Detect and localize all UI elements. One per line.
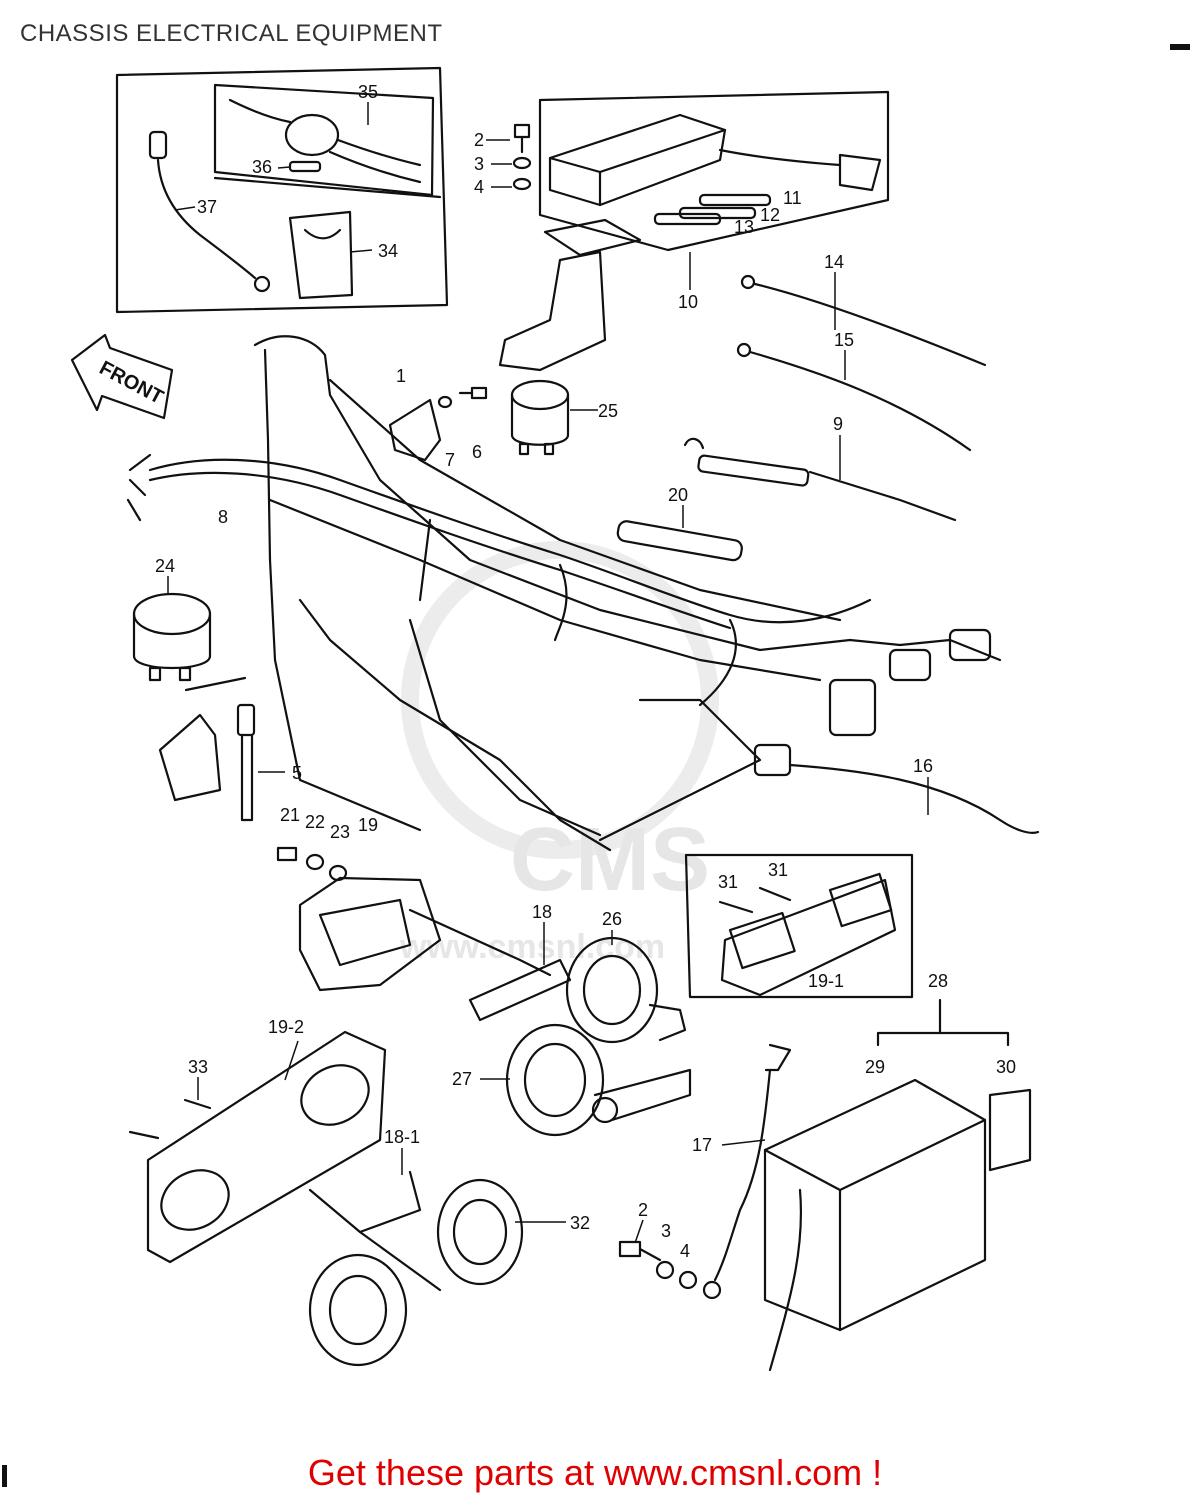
- callout-12: 12: [760, 205, 780, 225]
- callout-36: 36: [252, 157, 272, 177]
- front-arrow: [70, 333, 174, 420]
- callout-1: 1: [396, 366, 406, 386]
- footer-link[interactable]: Get these parts at www.cmsnl.com !: [307, 1452, 883, 1493]
- part-7-washer: [437, 395, 453, 409]
- callout-21: 21: [280, 805, 300, 825]
- callout-31-right: 31: [768, 860, 788, 880]
- watermark: CMS www.cmsnl.com: [399, 541, 719, 966]
- part-33-screws: [128, 1098, 212, 1140]
- callout-35: 35: [358, 82, 378, 102]
- callout-28: 28: [928, 971, 948, 991]
- callout-32: 32: [570, 1213, 590, 1233]
- callout-20: 20: [668, 485, 688, 505]
- part-34-cover: [288, 210, 354, 300]
- callout-15: 15: [834, 330, 854, 350]
- part-6-bolt: [458, 386, 488, 400]
- callout-19-1: 19-1: [808, 971, 844, 991]
- part-2-3-4-fasteners-top: [512, 123, 532, 191]
- callout-19: 19: [358, 815, 378, 835]
- footer-cta[interactable]: Get these parts at www.cmsnl.com !: [0, 1452, 1190, 1494]
- part-21-22-23-fasteners: [276, 846, 348, 882]
- callout-5: 5: [292, 763, 302, 783]
- part-16-lead: [753, 743, 1040, 834]
- callouts: 35 36 37 34 2 3 4 11 12 13 10 14 15 1 25…: [155, 82, 1016, 1261]
- inset-box-reflector: [684, 853, 914, 999]
- part-25-relay: [510, 379, 570, 456]
- callout-34: 34: [378, 241, 398, 261]
- watermark-text: CMS: [510, 810, 710, 910]
- page-title: CHASSIS ELECTRICAL EQUIPMENT: [20, 20, 443, 47]
- part-30-label: [988, 1088, 1032, 1172]
- callout-13: 13: [734, 217, 754, 237]
- callout-18-1: 18-1: [384, 1127, 420, 1147]
- part-frame: [253, 335, 1002, 852]
- callout-24: 24: [155, 556, 175, 576]
- callout-29: 29: [865, 1057, 885, 1077]
- callout-6: 6: [472, 442, 482, 462]
- callout-4-bottom: 4: [680, 1241, 690, 1261]
- callout-4-top: 4: [474, 177, 484, 197]
- part-2-3-4-fasteners-bottom: [618, 1240, 698, 1290]
- corner-mark: [1170, 44, 1190, 50]
- part-14-15-leads: [736, 274, 987, 452]
- part-9-plug-lead: [683, 437, 957, 522]
- callout-31-left: 31: [718, 872, 738, 892]
- callout-27: 27: [452, 1069, 472, 1089]
- watermark-url: www.cmsnl.com: [399, 928, 665, 966]
- part-8-wiring-harness: [126, 453, 872, 707]
- part-17-battery-lead: [702, 1043, 792, 1300]
- callout-19-2: 19-2: [268, 1017, 304, 1037]
- callout-14: 14: [824, 252, 844, 272]
- part-32-horn: [308, 1178, 524, 1367]
- callout-16: 16: [913, 756, 933, 776]
- callout-2-bottom: 2: [638, 1200, 648, 1220]
- callout-22: 22: [305, 812, 325, 832]
- part-18-bracket: [468, 958, 572, 1022]
- callout-30: 30: [996, 1057, 1016, 1077]
- part-37-lead: [148, 130, 271, 293]
- callout-3-top: 3: [474, 154, 484, 174]
- part-19-2-reflector: [146, 1030, 387, 1264]
- callout-33: 33: [188, 1057, 208, 1077]
- leader-lines: [167, 102, 929, 1244]
- part-24-ignition-switch: [132, 592, 247, 692]
- callout-11: 11: [783, 188, 802, 208]
- part-28-bracket-lines: [876, 998, 1010, 1047]
- part-5-stay: [158, 703, 256, 822]
- part-18-1-bracket: [308, 1170, 442, 1292]
- callout-7: 7: [445, 450, 455, 470]
- part-1-bracket: [388, 398, 442, 462]
- part-29-battery: [763, 1078, 987, 1372]
- part-11-13-fuses: [653, 193, 772, 226]
- callout-23: 23: [330, 822, 350, 842]
- callout-2-top: 2: [474, 130, 484, 150]
- callout-9: 9: [833, 414, 843, 434]
- callout-18: 18: [532, 902, 552, 922]
- callout-26: 26: [602, 909, 622, 929]
- inset-box-top-right: [538, 90, 890, 252]
- callout-25: 25: [598, 401, 618, 421]
- part-20-plug-cap: [616, 520, 743, 562]
- callout-3-bottom: 3: [661, 1221, 671, 1241]
- part-36-fuse: [288, 160, 322, 173]
- part-35-fuse-holder: [228, 98, 422, 184]
- inset-box-top-left: [115, 66, 449, 314]
- part-27-horn: [505, 1023, 692, 1137]
- callout-10: 10: [678, 292, 698, 312]
- corner-mark-bottom: [2, 1465, 7, 1487]
- callout-37: 37: [197, 197, 217, 217]
- callout-17: 17: [692, 1135, 712, 1155]
- callout-8: 8: [218, 507, 228, 527]
- part-10-junction-box: [498, 113, 882, 372]
